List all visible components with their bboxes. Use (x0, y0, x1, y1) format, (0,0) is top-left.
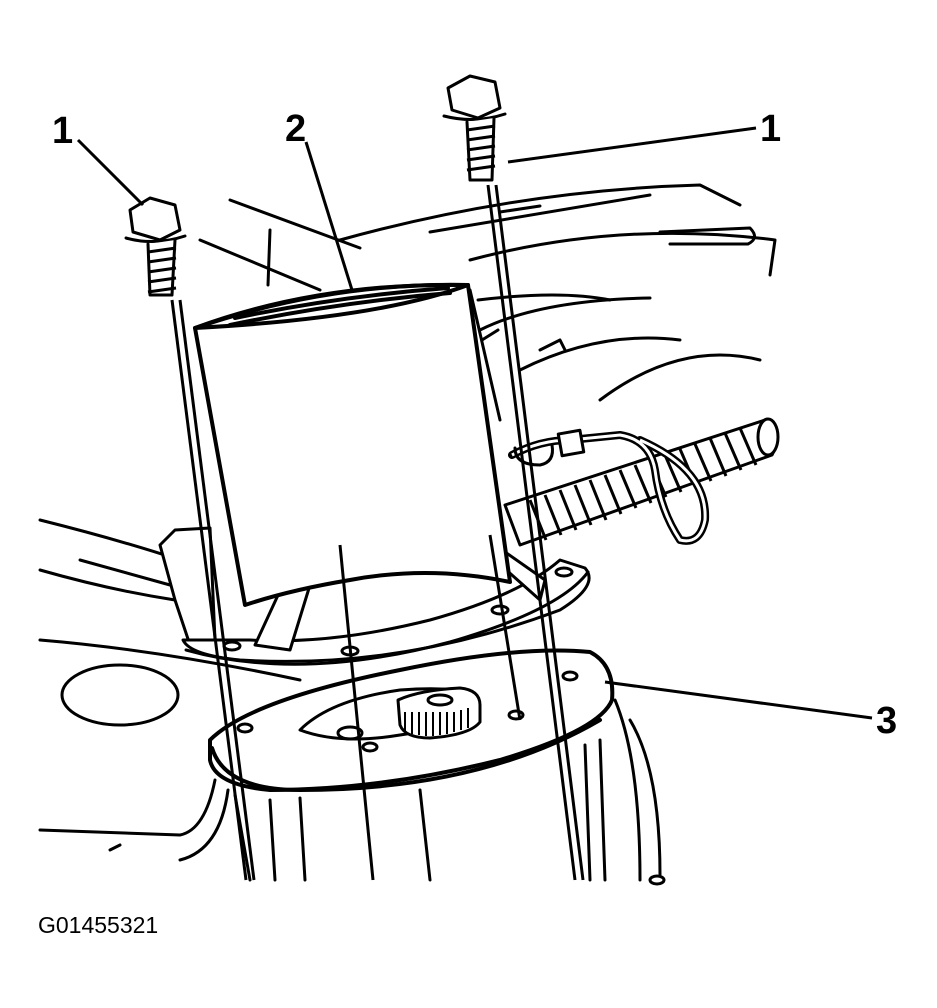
callout-leaders (76, 126, 873, 720)
brake-line-tube (508, 428, 710, 545)
figure-id: G01455321 (38, 912, 159, 938)
callout-label-bolt-right: 1 (760, 108, 782, 150)
callout-label-strut-mount: 3 (876, 700, 898, 742)
callout-label-shield: 2 (285, 108, 307, 150)
callout-label-bolt-left: 1 (52, 110, 74, 152)
body-oval-hole (60, 663, 180, 727)
bolt-right (442, 74, 507, 182)
shield-cylinder (193, 282, 512, 607)
bolt-alignment-lines (170, 184, 585, 881)
corrugated-hose (503, 417, 780, 547)
strut-mount (208, 648, 666, 886)
background-body-lines (38, 183, 777, 862)
bolt-left (124, 196, 187, 297)
